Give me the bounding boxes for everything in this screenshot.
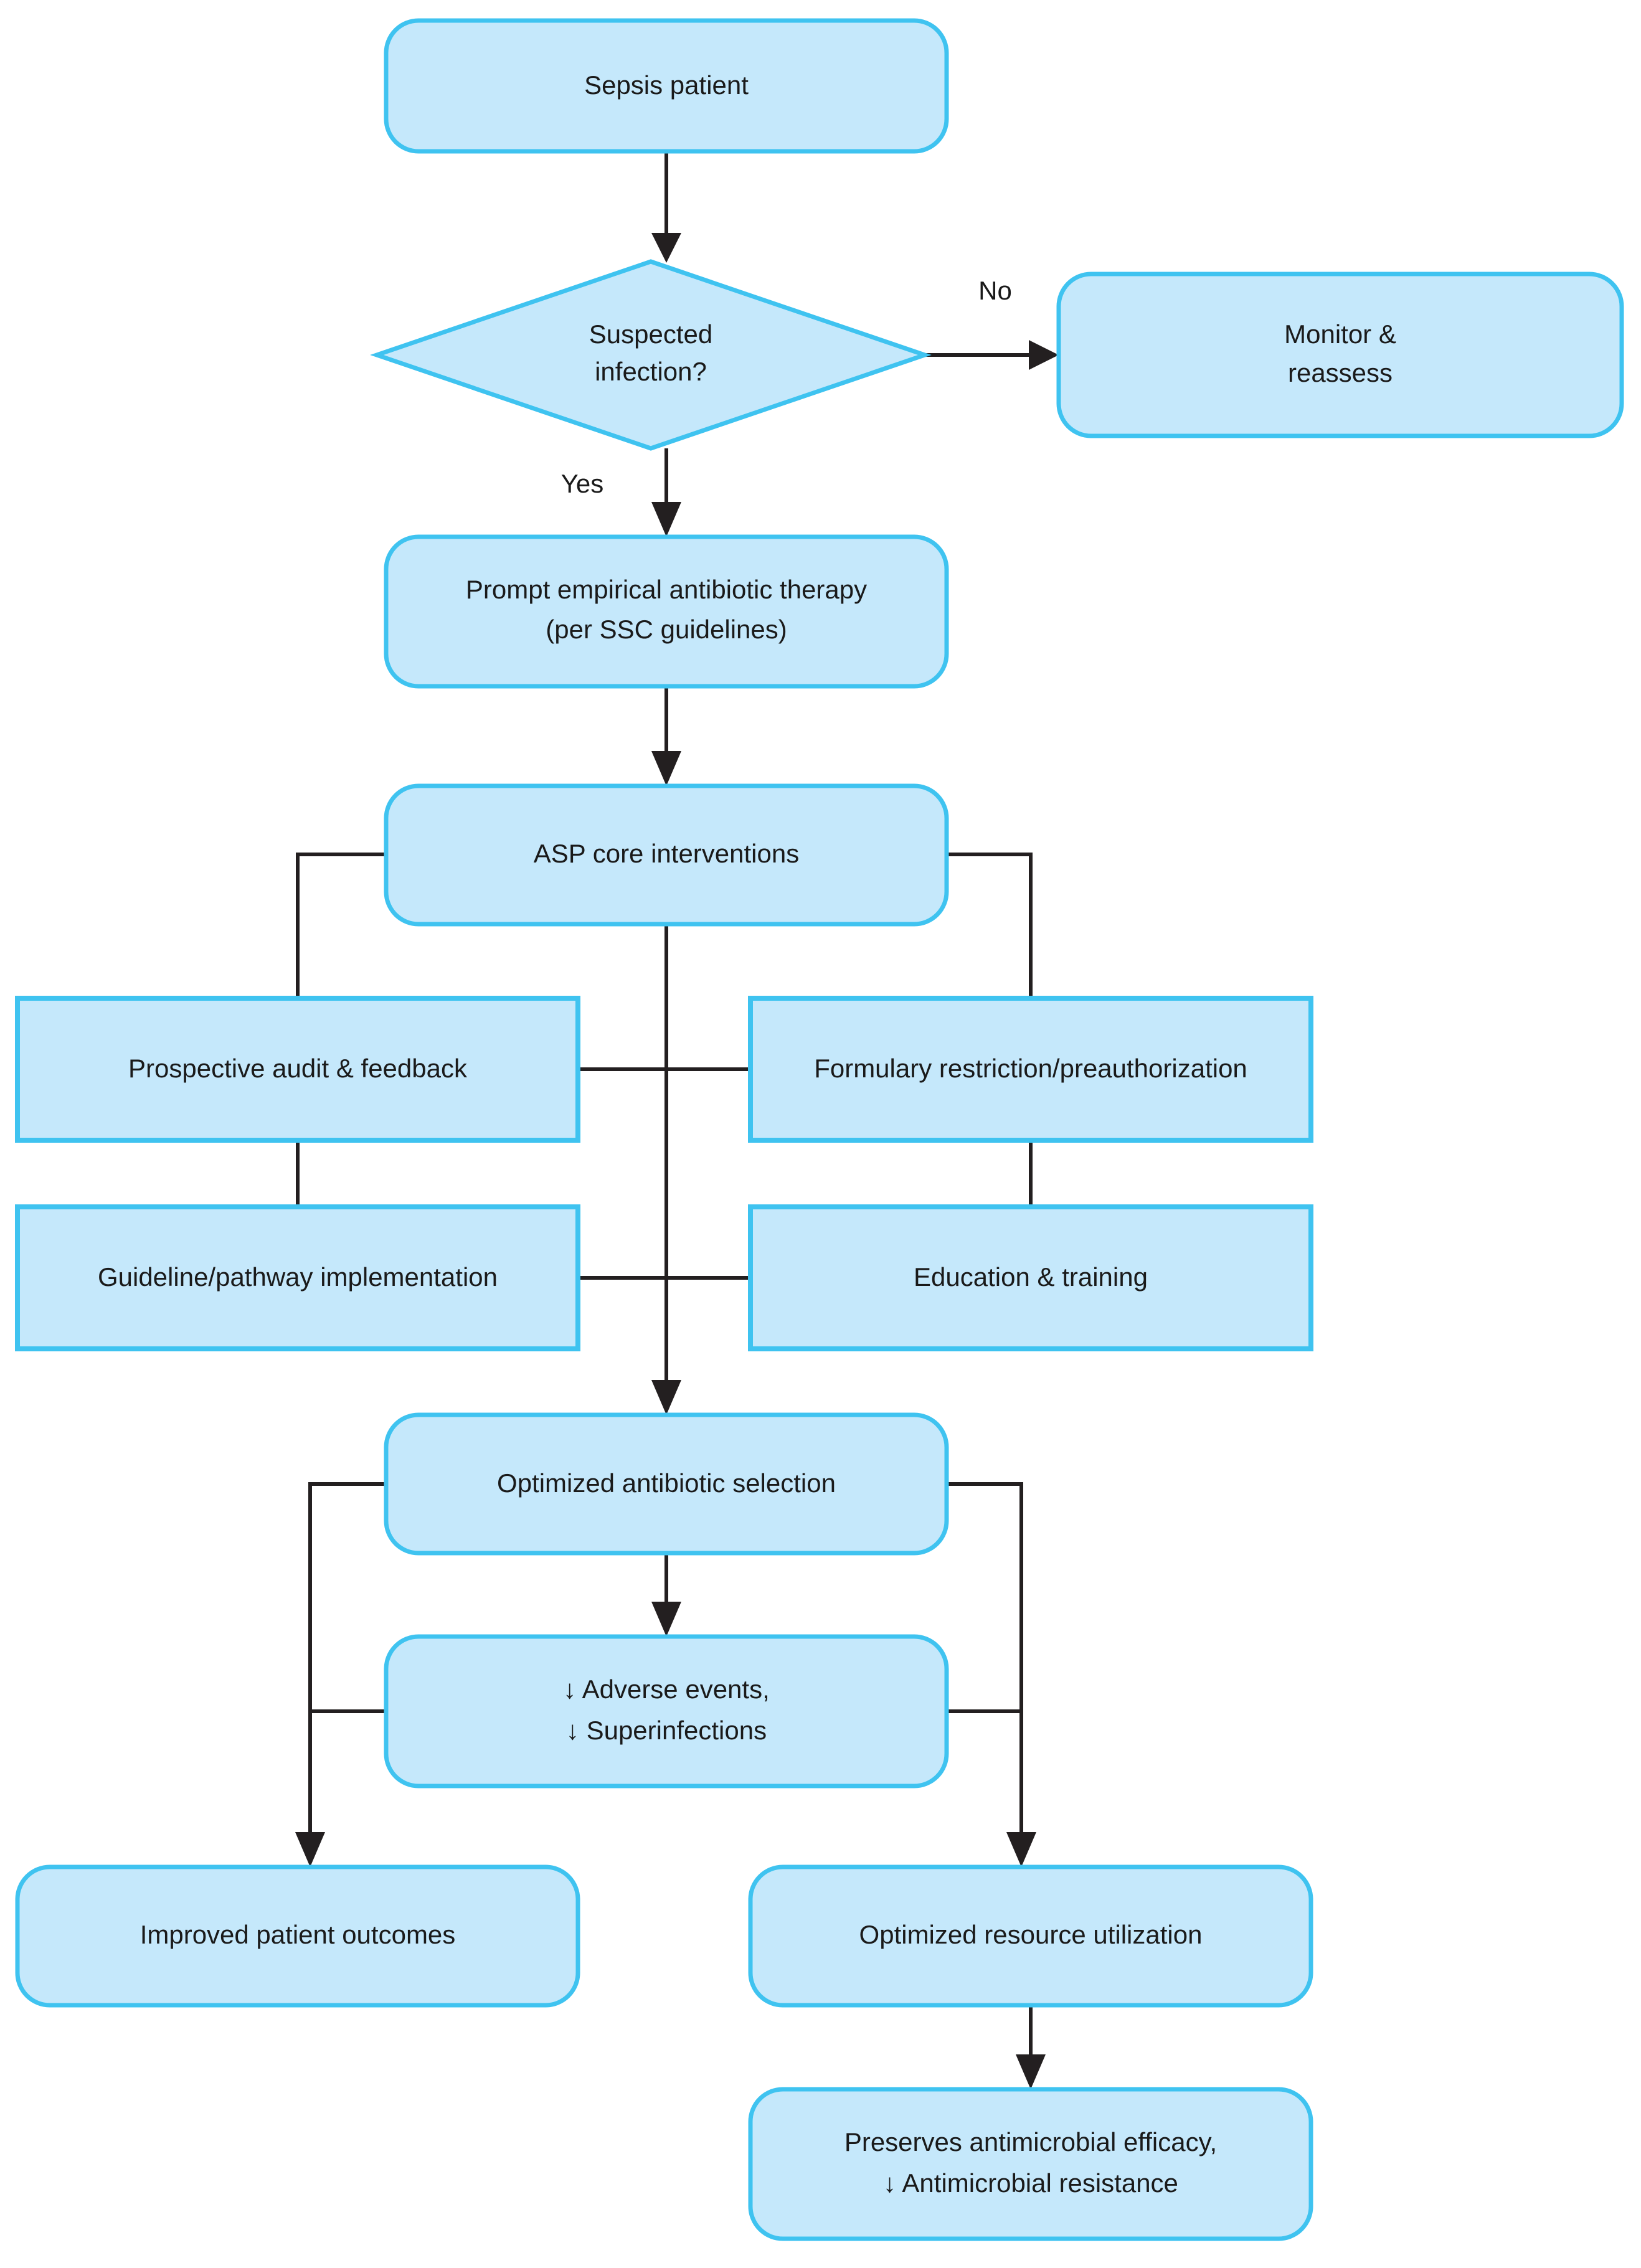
node-label-monitor-reassess-line1: Monitor & — [1284, 319, 1396, 349]
node-shape-improved-outcomes[interactable] — [15, 1864, 580, 2008]
node-label-adverse-superinfection-line2: ↓ Superinfections — [566, 1716, 767, 1745]
node-shape-education-training[interactable] — [748, 1204, 1313, 1351]
node-education-training[interactable]: Education & training — [748, 1204, 1313, 1351]
node-shape-suspected-infection[interactable] — [370, 259, 932, 451]
node-shape-optimized-selection[interactable] — [384, 1412, 949, 1556]
node-shape-preserves-efficacy[interactable] — [748, 2087, 1313, 2241]
node-resource-utilization[interactable]: Optimized resource utilization — [748, 1864, 1313, 2008]
edge-therapy-to-asp — [651, 686, 681, 786]
edge-optimized-to-adverse — [651, 1553, 681, 1637]
node-label-education-training: Education & training — [914, 1262, 1148, 1292]
node-shape-monitor-reassess[interactable] — [1056, 272, 1624, 438]
edge-resource-to-preserves — [1016, 2005, 1046, 2089]
node-optimized-selection[interactable]: Optimized antibiotic selection — [384, 1412, 949, 1556]
node-suspected-infection[interactable]: Suspected infection? — [370, 259, 932, 451]
edge-asp-to-optimized — [651, 924, 681, 1415]
node-label-asp-core: ASP core interventions — [534, 839, 799, 868]
node-shape-sepsis-patient[interactable] — [384, 18, 949, 154]
node-label-empirical-therapy-line1: Prompt empirical antibiotic therapy — [466, 575, 867, 604]
node-label-preserves-efficacy-line1: Preserves antimicrobial efficacy, — [844, 2127, 1217, 2157]
edge-layer — [295, 151, 1059, 2089]
node-shape-asp-core[interactable] — [384, 783, 949, 927]
node-label-formulary-restriction: Formulary restriction/preauthorization — [814, 1054, 1247, 1083]
edge-optimized-to-improved — [295, 1482, 386, 1867]
node-label-preserves-efficacy-line2: ↓ Antimicrobial resistance — [883, 2168, 1178, 2198]
node-monitor-reassess[interactable]: Monitor & reassess — [1056, 272, 1624, 438]
node-label-optimized-selection: Optimized antibiotic selection — [497, 1468, 836, 1498]
edge-label-layer: No Yes — [561, 276, 1012, 498]
node-label-suspected-infection-line1: Suspected — [589, 319, 712, 349]
edge-decision-to-therapy — [651, 448, 681, 537]
node-shape-adverse-superinfection[interactable] — [384, 1634, 949, 1788]
node-formulary-restriction[interactable]: Formulary restriction/preauthorization — [748, 996, 1313, 1143]
edge-label-no: No — [978, 276, 1012, 305]
node-asp-core[interactable]: ASP core interventions — [384, 783, 949, 927]
node-shape-audit-feedback[interactable] — [15, 996, 580, 1143]
node-shape-empirical-therapy[interactable] — [384, 534, 949, 689]
edge-patient-to-decision — [651, 151, 681, 263]
edge-label-yes: Yes — [561, 469, 604, 498]
edge-asp-to-formulary — [947, 853, 1033, 998]
node-label-suspected-infection-line2: infection? — [595, 357, 707, 386]
node-label-monitor-reassess-line2: reassess — [1288, 358, 1393, 387]
edge-decision-to-monitor — [925, 340, 1059, 370]
node-shape-resource-utilization[interactable] — [748, 1864, 1313, 2008]
edge-asp-to-audit — [296, 853, 386, 998]
node-sepsis-patient[interactable]: Sepsis patient — [384, 18, 949, 154]
node-shape-formulary-restriction[interactable] — [748, 996, 1313, 1143]
node-preserves-efficacy[interactable]: Preserves antimicrobial efficacy, ↓ Anti… — [748, 2087, 1313, 2241]
node-improved-outcomes[interactable]: Improved patient outcomes — [15, 1864, 580, 2008]
node-label-empirical-therapy-line2: (per SSC guidelines) — [546, 615, 787, 644]
edge-optimized-to-resource — [947, 1482, 1036, 1867]
node-label-resource-utilization: Optimized resource utilization — [859, 1920, 1203, 1949]
node-guideline-pathway[interactable]: Guideline/pathway implementation — [15, 1204, 580, 1351]
node-shape-guideline-pathway[interactable] — [15, 1204, 580, 1351]
node-audit-feedback[interactable]: Prospective audit & feedback — [15, 996, 580, 1143]
node-label-guideline-pathway: Guideline/pathway implementation — [98, 1262, 498, 1292]
node-label-sepsis-patient: Sepsis patient — [584, 70, 749, 100]
node-empirical-therapy[interactable]: Prompt empirical antibiotic therapy (per… — [384, 534, 949, 689]
node-label-improved-outcomes: Improved patient outcomes — [140, 1920, 456, 1949]
node-label-audit-feedback: Prospective audit & feedback — [128, 1054, 468, 1083]
node-label-adverse-superinfection-line1: ↓ Adverse events, — [563, 1675, 770, 1704]
node-adverse-superinfection[interactable]: ↓ Adverse events, ↓ Superinfections — [384, 1634, 949, 1788]
